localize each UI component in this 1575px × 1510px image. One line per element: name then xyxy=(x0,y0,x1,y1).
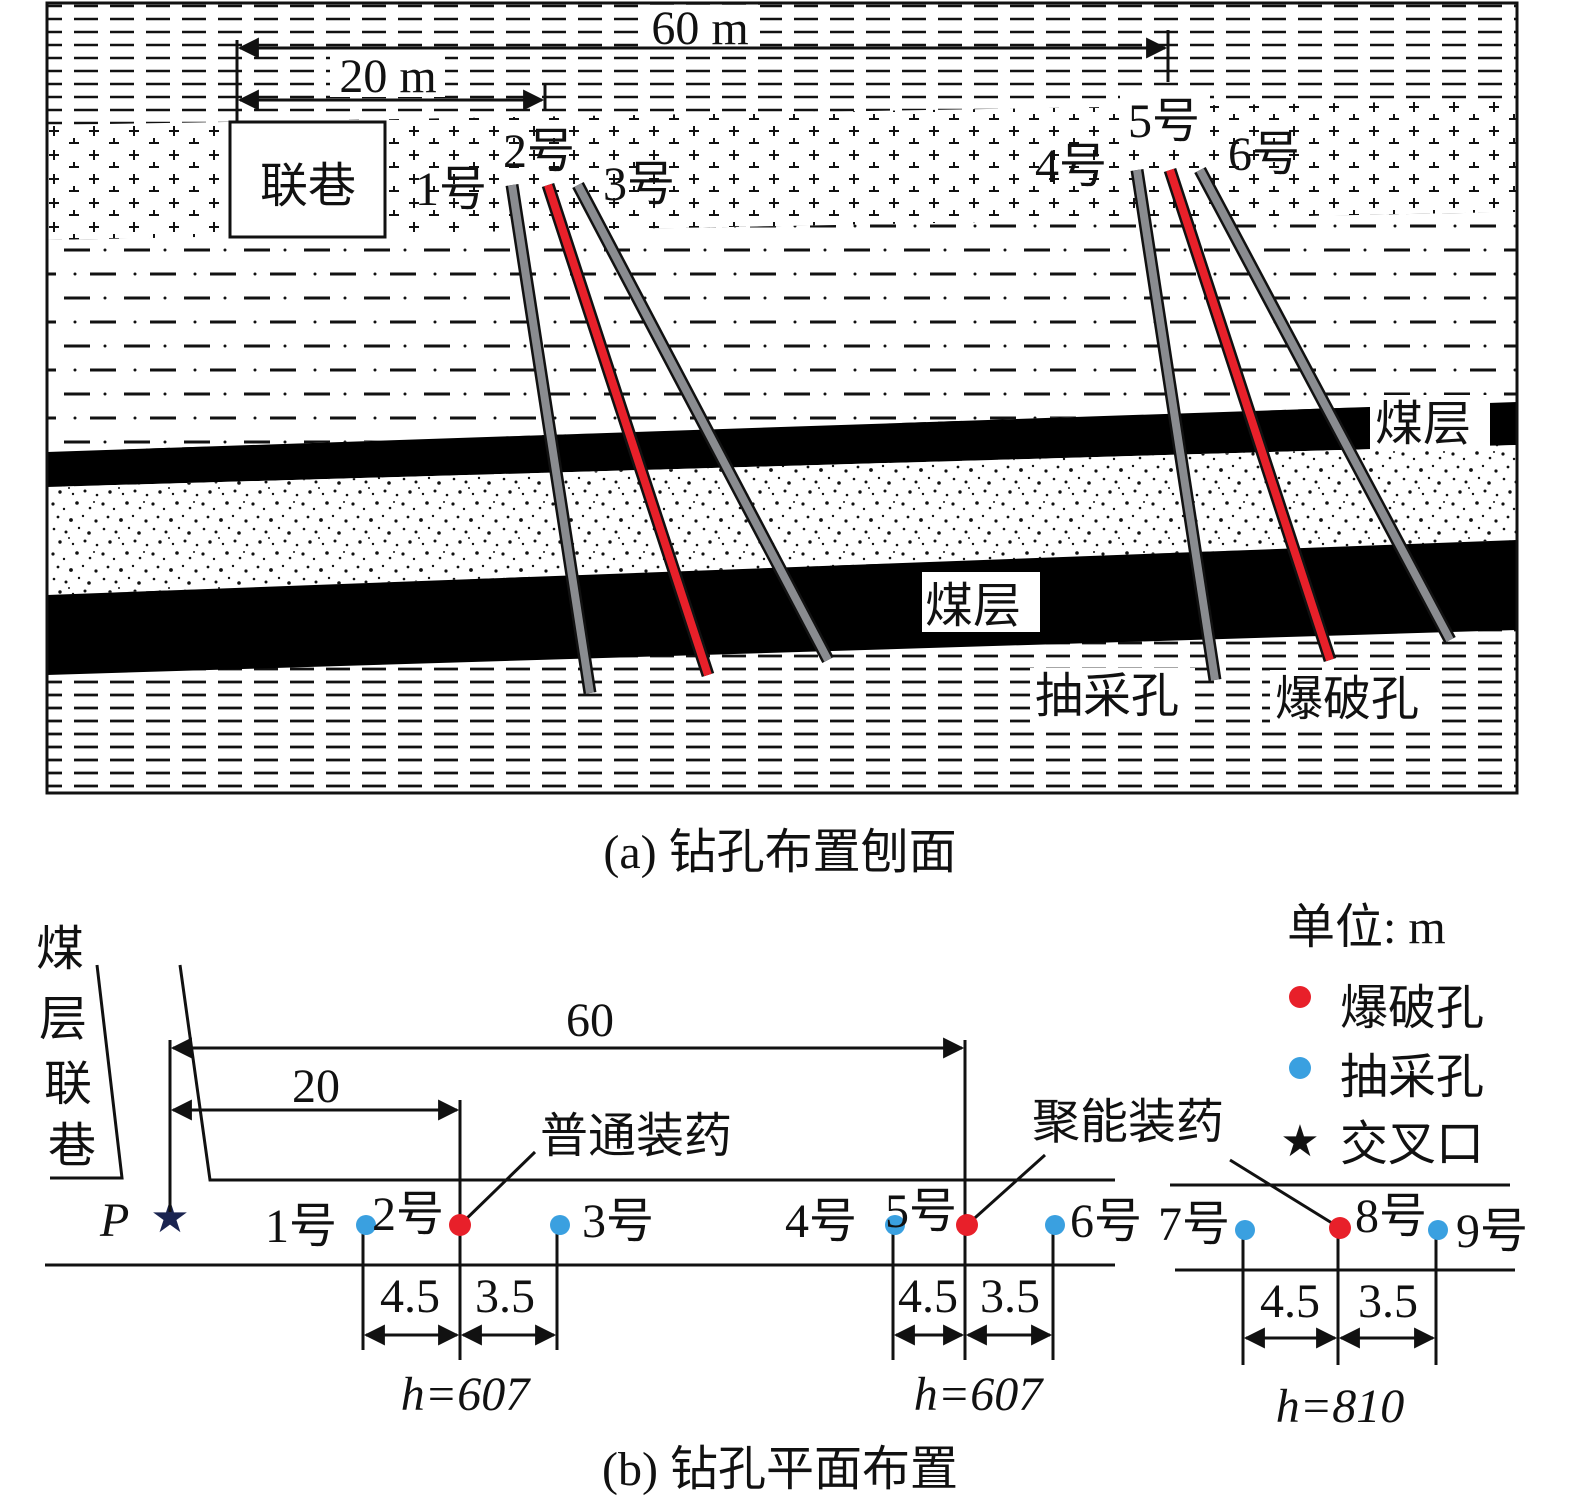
dim-60-label: 60 xyxy=(566,994,614,1047)
plan-hole-label-3: 3号 xyxy=(582,1195,654,1248)
drain-hole-dot-4 xyxy=(885,1215,905,1235)
coal-seam-upper xyxy=(47,402,1517,487)
caption-b: (b) 钻孔平面布置 xyxy=(602,1443,958,1496)
blast-hole-label: 爆破孔 xyxy=(1275,673,1419,726)
spacing-3b: 3.5 xyxy=(1358,1275,1418,1328)
drain-hole-dot-1 xyxy=(356,1215,376,1235)
dim-20-label: 20 xyxy=(292,1060,340,1113)
shaped-charge-label: 聚能装药 xyxy=(1032,1096,1224,1149)
plan-hole-label-8: 8号 xyxy=(1355,1190,1427,1243)
caption-a: (a) 钻孔布置刨面 xyxy=(603,826,956,879)
blast-hole-dot-8 xyxy=(1329,1217,1351,1239)
legend-star-icon: ★ xyxy=(1280,1117,1319,1166)
legend-blast-label: 爆破孔 xyxy=(1340,982,1484,1035)
legend-drain-label: 抽采孔 xyxy=(1340,1051,1484,1104)
plan-hole-label-4: 4号 xyxy=(785,1195,857,1248)
hole-label-3: 3号 xyxy=(603,158,675,211)
plan-hole-label-7: 7号 xyxy=(1158,1198,1230,1251)
plan-hole-label-2: 2号 xyxy=(372,1188,444,1241)
legend-drain-dot-icon xyxy=(1289,1057,1311,1079)
blast-hole-dot-5 xyxy=(956,1214,978,1236)
point-p-label: P xyxy=(99,1194,129,1247)
roadway-wall-top xyxy=(178,964,1115,1182)
coal-seam-lower-label: 煤层 xyxy=(925,580,1021,633)
profile-panel: 60 m 20 m 联巷 1号 2号 3号 4号 5号 6号 煤层 煤层 抽采孔… xyxy=(45,1,1519,795)
plan-hole-label-5: 5号 xyxy=(885,1185,957,1238)
roadway-char-1: 煤 xyxy=(36,923,84,976)
coal-seam-lower xyxy=(47,540,1517,675)
drain-hole-dot-9 xyxy=(1428,1220,1448,1240)
blast-hole-dot-2 xyxy=(449,1214,471,1236)
hole-label-6: 6号 xyxy=(1228,128,1300,181)
spacing-1a: 4.5 xyxy=(380,1270,440,1323)
depth-1: h=607 xyxy=(401,1368,531,1421)
roadway-char-2: 层 xyxy=(39,993,87,1046)
drain-hole-dot-7 xyxy=(1235,1220,1255,1240)
depth-2: h=607 xyxy=(914,1368,1044,1421)
spacing-1b: 3.5 xyxy=(475,1270,535,1323)
plan-hole-label-6: 6号 xyxy=(1070,1195,1142,1248)
spacing-2a: 4.5 xyxy=(898,1270,958,1323)
roadway-char-4: 巷 xyxy=(48,1120,96,1173)
hole-label-5: 5号 xyxy=(1128,95,1200,148)
legend: 单位: m 爆破孔 抽采孔 ★ 交叉口 xyxy=(1280,901,1484,1171)
hole-label-2: 2号 xyxy=(503,125,575,178)
drain-hole-dot-6 xyxy=(1045,1215,1065,1235)
boreholes-profile xyxy=(505,166,1456,694)
legend-blast-dot-icon xyxy=(1289,986,1311,1008)
plan-hole-label-1: 1号 xyxy=(265,1200,337,1253)
roadway-char-3: 联 xyxy=(44,1058,92,1111)
sandstone-speckle-layer xyxy=(47,445,1517,595)
hole-label-1: 1号 xyxy=(415,163,487,216)
plan-panel: 煤 层 联 巷 P ★ 60 20 普通装药 聚能装药 4.5 3.5 4.5 … xyxy=(36,901,1528,1433)
spacing-3a: 4.5 xyxy=(1260,1275,1320,1328)
roadway-label: 联巷 xyxy=(260,160,356,213)
legend-junction-label: 交叉口 xyxy=(1340,1118,1484,1171)
drain-hole-label: 抽采孔 xyxy=(1035,670,1179,723)
dim-20m-label: 20 m xyxy=(339,50,436,103)
hole-label-4: 4号 xyxy=(1035,140,1107,193)
coal-seam-upper-label: 煤层 xyxy=(1375,398,1471,451)
dim-60m-label: 60 m xyxy=(651,2,748,55)
depth-3: h=810 xyxy=(1276,1380,1404,1433)
plan-hole-label-9: 9号 xyxy=(1456,1205,1528,1258)
drain-hole-dot-3 xyxy=(550,1215,570,1235)
roadway-box xyxy=(228,120,387,239)
legend-unit: 单位: m xyxy=(1287,901,1446,954)
spacing-2b: 3.5 xyxy=(980,1270,1040,1323)
normal-charge-label: 普通装药 xyxy=(540,1110,732,1163)
